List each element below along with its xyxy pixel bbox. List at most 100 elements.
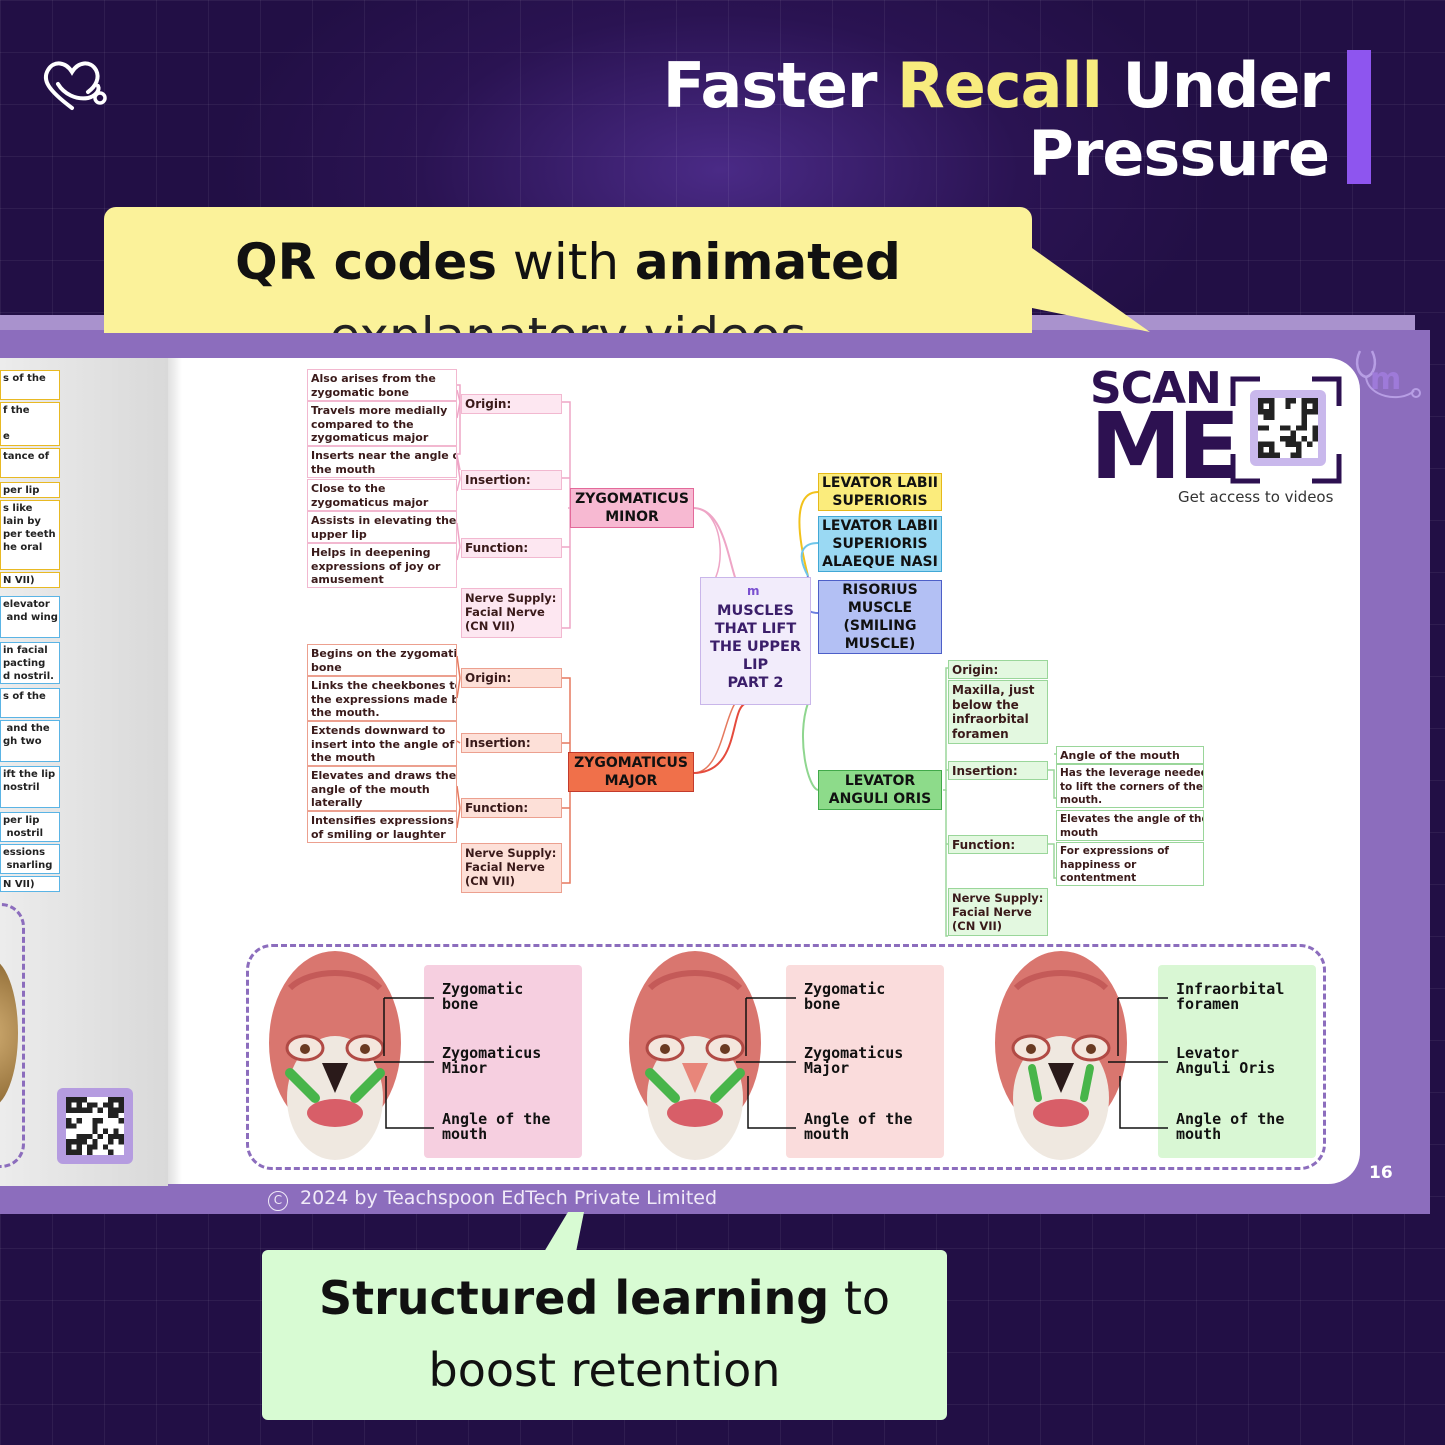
lao-insertion-label: Insertion: bbox=[948, 761, 1048, 780]
headline-part2: Under bbox=[1101, 49, 1331, 122]
zygomaticus-major-node: ZYGOMATICUS MAJOR bbox=[568, 752, 694, 792]
lao-detail-4: For expressions of happiness or contentm… bbox=[1056, 842, 1204, 886]
headline-line2: Pressure bbox=[1028, 117, 1330, 190]
qr-code-icon bbox=[66, 1097, 124, 1155]
scan-qr-code[interactable] bbox=[1250, 390, 1326, 466]
footer-copyright: C 2024 by Teachspoon EdTech Private Limit… bbox=[268, 1188, 717, 1211]
left-page-fragment: elevator and wing bbox=[0, 596, 60, 638]
anatomy-label-card bbox=[424, 965, 582, 1158]
left-page-fragment: ift the lip nostril bbox=[0, 766, 60, 808]
anatomy-pointer-lines bbox=[736, 997, 796, 1129]
zyg-major-detail-2: Links the cheekbones to the expressions … bbox=[307, 676, 457, 721]
levator-labii-superioris-node: LEVATOR LABII SUPERIORIS bbox=[818, 473, 942, 511]
zyg-minor-detail-3: Inserts near the angle of the mouth bbox=[307, 446, 457, 478]
anatomy-label: Levator Anguli Oris bbox=[1176, 1044, 1276, 1077]
left-page-fragment: per lip nostril bbox=[0, 812, 60, 842]
left-page-fragment: s of the bbox=[0, 370, 60, 400]
page-gutter-shadow bbox=[168, 358, 182, 1184]
anatomy-label: Infraorbital foramen bbox=[1176, 980, 1285, 1013]
zyg-major-insertion-label: Insertion: bbox=[461, 733, 562, 753]
zyg-major-detail-4: Elevates and draws the angle of the mout… bbox=[307, 766, 457, 811]
headline-part1: Faster bbox=[662, 49, 898, 122]
lao-origin-detail: Maxilla, just below the infraorbital for… bbox=[948, 680, 1048, 744]
left-page-fragment: per lip bbox=[0, 482, 60, 498]
anatomy-label-card bbox=[1158, 965, 1316, 1158]
zyg-major-nerve-label: Nerve Supply: Facial Nerve (CN VII) bbox=[461, 843, 562, 893]
lao-origin-label: Origin: bbox=[948, 660, 1048, 679]
lao-detail-3: Elevates the angle of the mouth bbox=[1056, 810, 1204, 841]
left-qr-code[interactable] bbox=[57, 1088, 133, 1164]
footer-text: 2024 by Teachspoon EdTech Private Limite… bbox=[300, 1187, 718, 1209]
levator-anguli-oris-node: LEVATOR ANGULI ORIS bbox=[818, 770, 942, 810]
facial-muscle-illustration bbox=[269, 951, 401, 1160]
zyg-minor-detail-5: Assists in elevating the upper lip bbox=[307, 511, 457, 543]
anatomy-pointer-lines bbox=[374, 997, 434, 1129]
zyg-minor-function-label: Function: bbox=[461, 538, 562, 558]
anatomy-label-card bbox=[786, 965, 944, 1158]
scan-title-word1: SCAN bbox=[1090, 363, 1222, 414]
center-topic-node: MUSCLES THAT LIFT THE UPPER LIP PART 2 bbox=[700, 577, 811, 705]
lao-nerve-label: Nerve Supply: Facial Nerve (CN VII) bbox=[948, 888, 1048, 936]
qr-code-icon bbox=[1258, 398, 1318, 458]
lao-detail-2: Has the leverage needed to lift the corn… bbox=[1056, 764, 1204, 808]
headline-highlight: Recall bbox=[897, 49, 1103, 122]
right-page: Also arises from the zygomatic bone Trav… bbox=[168, 358, 1360, 1184]
zyg-minor-detail-1: Also arises from the zygomatic bone bbox=[307, 369, 457, 401]
top-callout-tail bbox=[1032, 248, 1150, 332]
scan-title-word2: ME bbox=[1090, 393, 1240, 500]
scan-me-panel[interactable]: SCAN ME Get access to videos bbox=[1090, 367, 1352, 510]
risorius-node: RISORIUS MUSCLE (SMILING MUSCLE) bbox=[818, 580, 942, 654]
lao-detail-1: Angle of the mouth bbox=[1056, 746, 1204, 764]
bottom-callout-tail bbox=[544, 1212, 584, 1252]
left-page-fragment: f the e bbox=[0, 402, 60, 446]
bottom-callout-bold: Structured learning bbox=[318, 1271, 830, 1325]
zyg-major-detail-1: Begins on the zygomatic bone bbox=[307, 644, 457, 676]
scan-subtitle: Get access to videos bbox=[1178, 488, 1334, 506]
page-number: 16 bbox=[1369, 1163, 1393, 1183]
zyg-major-detail-5: Intensifies expressions of smiling or la… bbox=[307, 811, 457, 843]
anatomy-label: Angle of the mouth bbox=[804, 1110, 913, 1143]
lao-function-label: Function: bbox=[948, 835, 1048, 854]
headline: Faster Recall Under Pressure bbox=[662, 49, 1331, 190]
left-anatomy-image bbox=[0, 958, 18, 1108]
top-callout-mid: with bbox=[497, 233, 635, 291]
top-callout: QR codes with animated explanatory video… bbox=[104, 207, 1032, 333]
zyg-major-function-label: Function: bbox=[461, 798, 562, 818]
left-page-fragment: s of the bbox=[0, 688, 60, 718]
facial-muscle-illustration bbox=[629, 951, 761, 1160]
bottom-callout-rest: to bbox=[829, 1271, 891, 1325]
left-page-fragment: in facial pacting d nostril. bbox=[0, 642, 60, 684]
top-callout-bold1: QR codes bbox=[235, 233, 498, 291]
zyg-minor-insertion-label: Insertion: bbox=[461, 470, 562, 490]
left-page-fragment: and the gh two bbox=[0, 720, 60, 762]
left-page-fragment: N VII) bbox=[0, 572, 60, 588]
zyg-minor-nerve-label: Nerve Supply: Facial Nerve (CN VII) bbox=[461, 588, 562, 638]
left-page-fragment: s like lain by per teeth he oral bbox=[0, 500, 60, 570]
left-page-fragment: tance of bbox=[0, 448, 60, 478]
levator-labii-alaeque-nasi-node: LEVATOR LABII SUPERIORIS ALAEQUE NASI bbox=[818, 516, 942, 572]
scan-title: SCAN ME bbox=[1090, 367, 1240, 500]
zyg-minor-detail-2: Travels more medially compared to the zy… bbox=[307, 401, 457, 446]
scan-frame-icon bbox=[1230, 376, 1342, 484]
heart-stethoscope-logo-icon bbox=[43, 61, 107, 110]
anatomy-label: Angle of the mouth bbox=[1176, 1110, 1285, 1143]
center-brand-icon: m bbox=[747, 584, 760, 598]
anatomy-label: Zygomatic bone bbox=[442, 980, 524, 1013]
top-callout-bold2: animated bbox=[634, 233, 901, 291]
anatomy-label: Zygomatic bone bbox=[804, 980, 886, 1013]
center-topic-text: MUSCLES THAT LIFT THE UPPER LIP PART 2 bbox=[709, 603, 802, 691]
copyright-icon: C bbox=[268, 1191, 288, 1211]
zyg-major-origin-label: Origin: bbox=[461, 668, 562, 688]
zyg-minor-detail-6: Helps in deepening expressions of joy or… bbox=[307, 543, 457, 588]
bottom-callout-line2: boost retention bbox=[428, 1343, 781, 1397]
top-callout-line2: explanatory videos bbox=[104, 306, 1032, 333]
anatomy-pointer-lines bbox=[1108, 997, 1168, 1129]
accent-bar bbox=[1347, 50, 1371, 184]
bottom-callout: Structured learning to boost retention bbox=[262, 1250, 947, 1420]
zygomaticus-minor-node: ZYGOMATICUS MINOR bbox=[570, 488, 694, 528]
anatomy-label: Zygomaticus Major bbox=[804, 1044, 904, 1077]
brand-stethoscope-icon: m bbox=[1355, 350, 1421, 399]
facial-muscle-illustration bbox=[995, 951, 1127, 1160]
zyg-minor-detail-4: Close to the zygomaticus major bbox=[307, 479, 457, 511]
